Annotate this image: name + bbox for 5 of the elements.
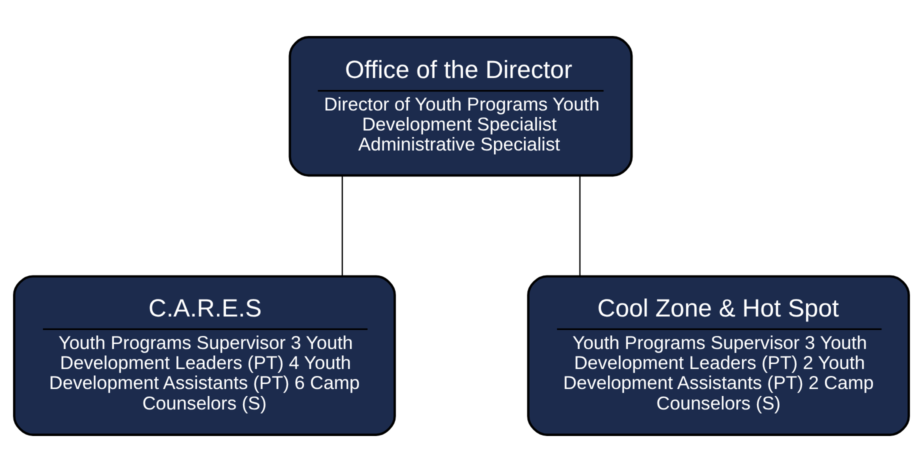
node-box: Cool Zone & Hot Spot Youth Programs Supervisor 3 Youth Development Leaders (PT) 2 Youth Development Assistants (PT) 2 Camp Counselors (S)	[527, 275, 910, 436]
node-box: C.A.R.E.S Youth Programs Supervisor 3 Youth Development Leaders (PT) 4 Youth Development Assistants (PT) 6 Camp Counselors (S)	[13, 275, 396, 436]
node-box: Office of the Director Director of Youth Programs Youth Development Specialist Administrative Specialist	[288, 36, 633, 177]
connector	[579, 176, 581, 276]
connector	[342, 176, 343, 276]
